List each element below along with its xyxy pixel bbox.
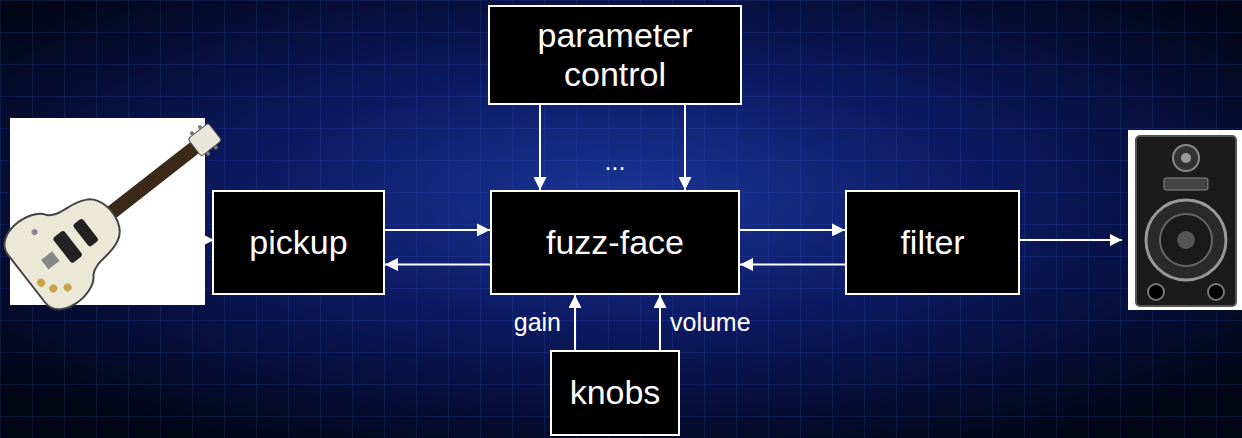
control-box: parameter control [488,5,742,105]
box-label: pickup [249,223,347,262]
box-label: fuzz-face [546,223,684,262]
ellipsis-label: ... [605,148,626,176]
signal-arrow [574,295,576,350]
speaker-illustration [1128,130,1242,310]
signal-arrow [659,295,661,350]
box-label: knobs [570,373,661,412]
signal-arrow [684,105,686,190]
process-box: fuzz-face [490,190,740,295]
process-box: pickup [212,190,385,295]
control-label: volume [670,309,751,337]
process-box: filter [845,190,1020,295]
box-label: filter [900,223,964,262]
signal-arrow [740,264,845,266]
output-arrow [1020,239,1122,241]
guitar-illustration [0,92,246,318]
control-label: gain [514,309,561,337]
signal-arrow [385,264,490,266]
control-box: knobs [550,350,680,436]
signal-arrow [385,229,490,231]
signal-arrow [740,229,845,231]
box-label: parameter control [500,16,730,94]
signal-arrow [539,105,541,190]
